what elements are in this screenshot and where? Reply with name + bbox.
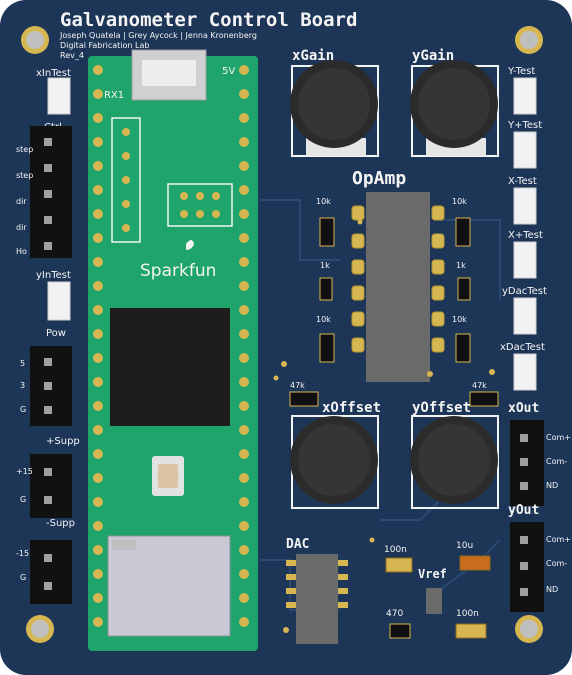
test-point-label-3: X+Test [508,230,543,241]
x-out-pin-2: ND [546,481,558,490]
pow-pin-0: 5 [20,359,25,368]
x-out-pin-1: Com- [546,457,567,466]
opamp-res-5: 10k [452,315,467,324]
x-out-label: xOut [508,401,539,416]
mcu-brand: Sparkfun [140,261,216,281]
plus-supp-pin-0: +15 [16,467,33,476]
ctrl-pin-0: step [16,145,33,154]
ctrl-pin-1: step [16,171,33,180]
vias [273,219,495,633]
plus-supp-label: +Supp [46,436,80,447]
y-out-pin-1: Com- [546,559,567,568]
y-in-test-connector [47,281,71,321]
mcu-chip [110,308,230,426]
sparkfun-flame-icon [186,240,194,250]
opamp-res-7: 47k [472,381,487,390]
mcu-pin-5v-label: 5V [222,66,235,77]
vref-chip [426,588,442,614]
minus-supp-header [30,540,72,604]
x-gain-label: xGain [292,48,334,64]
opamp-res-4: 10k [316,315,331,324]
board-authors: Joseph Quatela | Grey Aycock | Jenna Kro… [59,31,257,40]
dac-section: DAC 100n 10u Vref 470 100n [286,537,491,644]
gain-pots: xGain yGain [290,48,499,157]
opamp-label: OpAmp [352,168,406,189]
pow-pin-2: G [20,405,26,414]
x-out-pin-0: Com+ [546,433,571,442]
board-lab: Digital Fabrication Lab [60,41,149,50]
x-offset-label: xOffset [322,400,381,416]
test-point-label-5: xDacTest [500,342,545,353]
mcu-right-pins [239,65,249,627]
x-in-test-connector [47,77,71,115]
minus-supp-pin-1: G [20,573,26,582]
board-revision: Rev_4 [60,51,84,60]
y-in-test-label: yInTest [36,270,71,281]
pow-label: Pow [46,328,66,339]
dac-cap-0: 100n [384,545,407,555]
test-point-label-0: Y-Test [507,66,535,77]
pow-pin-1: 3 [20,381,25,390]
ctrl-pin-2: dir [16,197,27,206]
ctrl-pin-3: dir [16,223,27,232]
minus-supp-pin-0: -15 [16,549,29,558]
opamp-res-6: 47k [290,381,305,390]
opamp-res-3: 1k [456,261,466,270]
mcu-left-pins [93,65,103,627]
test-points: Y-Test Y+Test X-Test X+Test yDacTest xDa… [500,66,547,391]
ctrl-pin-4: Ho [16,247,27,256]
dac-label: DAC [286,537,309,552]
opamp-chip [366,192,430,382]
opamp-section: OpAmp 10k 10k 1k 1k 10k 10k 47k 47k [289,168,499,407]
dac-cap-2: 100n [456,609,479,619]
dac-resistor: 470 [386,609,403,619]
offset-pots: xOffset yOffset [290,400,499,509]
minus-supp-label: -Supp [46,518,75,529]
mcu-pin-rx-label: RX1 [104,90,124,101]
y-out-pin-2: ND [546,585,558,594]
vref-label: Vref [418,567,447,581]
opamp-res-1: 10k [452,197,467,206]
dac-cap-1: 10u [456,541,473,551]
left-headers: xInTest Ctrl step step dir dir Ho yInTes… [16,68,80,604]
y-gain-label: yGain [412,48,454,64]
mounting-holes [21,26,543,643]
test-point-label-2: X-Test [508,176,537,187]
plus-supp-header [30,454,72,518]
opamp-res-0: 10k [316,197,331,206]
plus-supp-pin-1: G [20,495,26,504]
output-headers: xOut Com+ Com- ND yOut Com+ Com- ND [508,401,571,612]
test-point-label-1: Y+Test [507,120,542,131]
board-title: Galvanometer Control Board [60,9,357,31]
x-in-test-label: xInTest [36,68,71,79]
opamp-res-2: 1k [320,261,330,270]
test-point-label-4: yDacTest [502,286,547,297]
dac-chip [296,554,338,644]
sparkfun-mcu-module: RX1 5V Sparkfun [88,49,258,651]
y-out-pin-0: Com+ [546,535,571,544]
y-offset-label: yOffset [412,400,471,416]
sd-card-slot [107,535,231,637]
y-out-label: yOut [508,503,539,518]
